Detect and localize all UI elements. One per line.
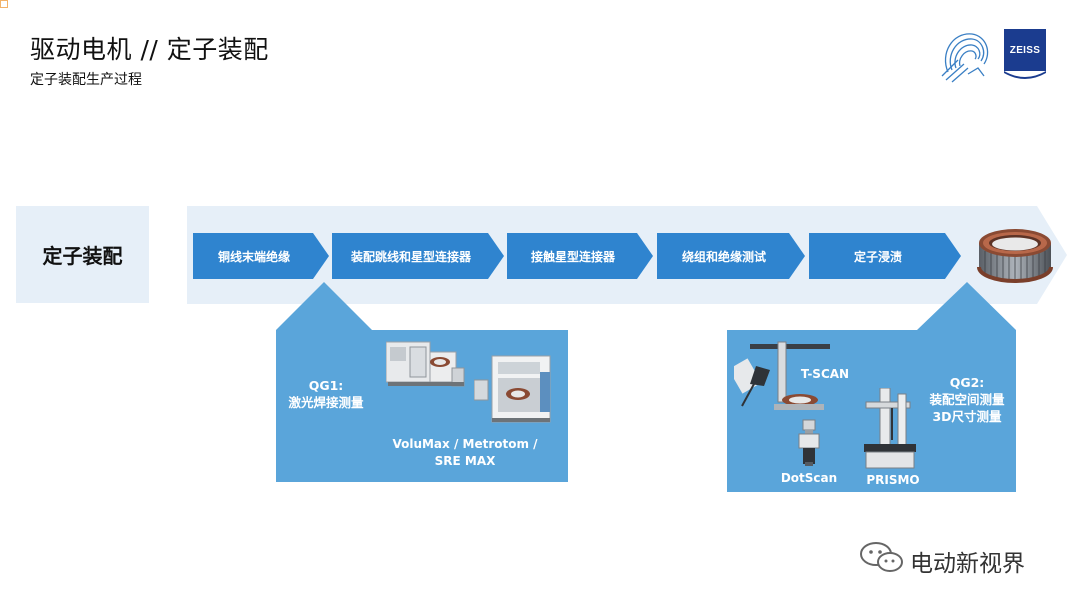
qg1-title-line1: QG1:: [308, 378, 344, 393]
page-title: 驱动电机 // 定子装配: [30, 35, 269, 64]
step-winding-insulation-test: 绕组和绝缘测试: [657, 233, 805, 279]
dotscan-sensor-image: [793, 418, 825, 468]
wechat-icon: [858, 540, 906, 578]
qg2-title-line1: QG2:: [949, 375, 985, 390]
page-subtitle: 定子装配生产过程: [30, 72, 142, 88]
metrotom-machine-image: [473, 352, 554, 426]
step-contact-star-connector: 接触星型连接器: [507, 233, 653, 279]
tscan-label: T-SCAN: [800, 367, 850, 381]
watermark-text: 电动新视界: [910, 551, 1025, 577]
step-label: 装配跳线和星型连接器: [350, 249, 471, 264]
qg1-equipment-label: VoluMax / Metrotom / SRE MAX: [385, 436, 545, 470]
step-label: 铜线末端绝缘: [217, 249, 290, 264]
corner-mark: [0, 0, 8, 8]
dotscan-label: DotScan: [780, 471, 838, 485]
step-label: 绕组和绝缘测试: [681, 249, 766, 264]
step-wire-end-insulation: 铜线末端绝缘: [193, 233, 329, 279]
zeiss-logo-arc: [1004, 66, 1046, 79]
step-jumper-star-connector: 装配跳线和星型连接器: [332, 233, 504, 279]
qg1-equipment-line2: SRE MAX: [434, 454, 496, 468]
stator-assembly-label: 定子装配: [42, 244, 123, 268]
step-label: 定子浸渍: [853, 249, 902, 264]
zeiss-logo-icon: ZEISS: [1004, 29, 1046, 71]
stator-ring-image: [975, 225, 1055, 287]
qg2-title: QG2: 装配空间测量 3D尺寸测量: [920, 374, 1014, 425]
spiral-logo-icon: [938, 24, 994, 84]
volumax-machine-image: [385, 338, 466, 390]
qg1-title-line2: 激光焊接测量: [288, 395, 364, 410]
qg1-equipment-line1: VoluMax / Metrotom /: [392, 437, 538, 451]
step-label: 接触星型连接器: [530, 249, 615, 264]
step-stator-impregnation: 定子浸渍: [809, 233, 961, 279]
qg2-title-line3: 3D尺寸测量: [932, 409, 1002, 424]
prismo-cmm-image: [862, 387, 918, 470]
qg1-title: QG1: 激光焊接测量: [282, 377, 370, 411]
tscan-arm-image: [728, 340, 834, 412]
prismo-label: PRISMO: [866, 473, 920, 487]
stator-assembly-box: 定子装配: [16, 206, 149, 303]
qg2-title-line2: 装配空间测量: [929, 392, 1005, 407]
